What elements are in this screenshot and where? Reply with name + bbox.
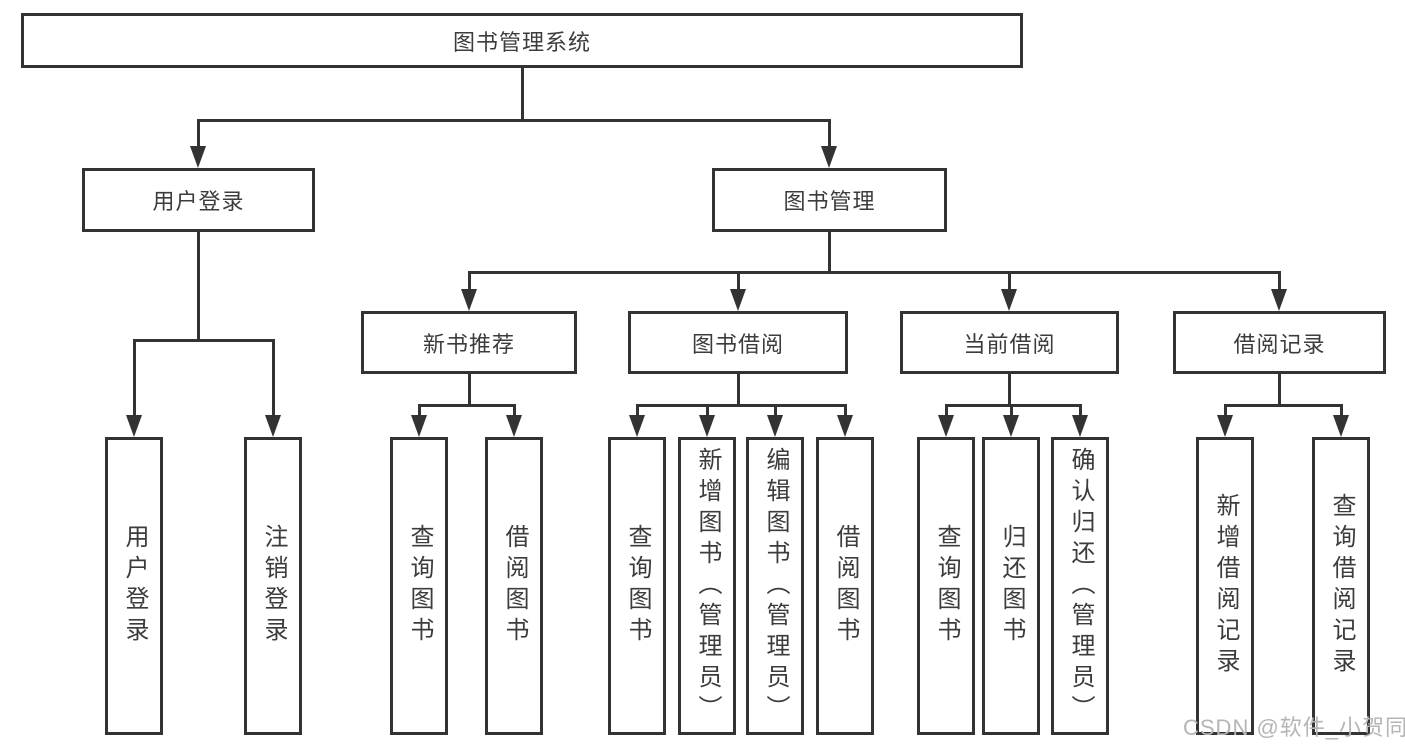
- connector-line: [1224, 404, 1342, 407]
- connector-line: [197, 119, 200, 154]
- connector-line: [1079, 404, 1082, 423]
- leaf-logout: 注销登录: [244, 437, 302, 735]
- connector-line: [133, 339, 275, 342]
- leaf-label: 新增图书（管理员）: [694, 446, 721, 726]
- connector-line: [1278, 271, 1281, 297]
- node-library-system: 图书管理系统: [21, 13, 1023, 68]
- connector-line: [1278, 374, 1281, 405]
- connector-line: [636, 404, 846, 407]
- connector-line: [774, 404, 777, 423]
- connector-line: [418, 404, 516, 407]
- connector-line: [1008, 271, 1011, 297]
- leaf-label: 借阅图书: [832, 524, 859, 648]
- connector-line: [636, 404, 639, 423]
- connector-line: [513, 404, 516, 423]
- leaf-borrow-books-borrowing: 借阅图书: [816, 437, 874, 735]
- arrow-down-icon: [126, 415, 142, 437]
- leaf-query-books-recommend: 查询图书: [390, 437, 448, 735]
- leaf-query-borrow-record: 查询借阅记录: [1312, 437, 1370, 735]
- leaf-label: 编辑图书（管理员）: [762, 446, 789, 726]
- connector-line: [521, 68, 524, 120]
- connector-line: [468, 271, 1281, 274]
- arrow-down-icon: [1217, 415, 1233, 437]
- arrow-down-icon: [411, 415, 427, 437]
- connector-line: [945, 404, 1081, 407]
- arrow-down-icon: [767, 415, 783, 437]
- connector-line: [844, 404, 847, 423]
- leaf-add-borrow-record: 新增借阅记录: [1196, 437, 1254, 735]
- arrow-down-icon: [837, 415, 853, 437]
- arrow-down-icon: [506, 415, 522, 437]
- arrow-down-icon: [699, 415, 715, 437]
- leaf-user-login: 用户登录: [105, 437, 163, 735]
- leaf-borrow-books-recommend: 借阅图书: [485, 437, 543, 735]
- leaf-label: 查询借阅记录: [1328, 493, 1355, 679]
- arrow-down-icon: [461, 289, 477, 311]
- connector-line: [706, 404, 709, 423]
- leaf-query-books-borrowing: 查询图书: [608, 437, 666, 735]
- arrow-down-icon: [1001, 289, 1017, 311]
- leaf-confirm-return-admin: 确认归还（管理员）: [1051, 437, 1109, 735]
- leaf-label: 查询图书: [933, 524, 960, 648]
- connector-line: [1224, 404, 1227, 423]
- node-current-borrowing: 当前借阅: [900, 311, 1119, 374]
- connector-line: [828, 119, 831, 154]
- connector-line: [1340, 404, 1343, 423]
- arrow-down-icon: [1072, 415, 1088, 437]
- arrow-down-icon: [821, 146, 837, 168]
- arrow-down-icon: [190, 146, 206, 168]
- arrow-down-icon: [730, 289, 746, 311]
- watermark-text: CSDN @软件_小贺同学: [1183, 715, 1405, 740]
- connector-line: [272, 339, 275, 423]
- connector-line: [468, 271, 471, 297]
- node-user-login: 用户登录: [82, 168, 315, 232]
- leaf-label: 确认归还（管理员）: [1067, 446, 1094, 726]
- leaf-query-books-current: 查询图书: [917, 437, 975, 735]
- connector-line: [133, 339, 136, 423]
- connector-line: [468, 374, 471, 405]
- arrow-down-icon: [1333, 415, 1349, 437]
- arrow-down-icon: [1271, 289, 1287, 311]
- leaf-label: 新增借阅记录: [1212, 493, 1239, 679]
- leaf-label: 查询图书: [624, 524, 651, 648]
- leaf-edit-book-admin: 编辑图书（管理员）: [746, 437, 804, 735]
- arrow-down-icon: [629, 415, 645, 437]
- connector-line: [945, 404, 948, 423]
- arrow-down-icon: [265, 415, 281, 437]
- connector-line: [197, 119, 831, 122]
- leaf-label: 用户登录: [121, 524, 148, 648]
- leaf-label: 注销登录: [260, 524, 287, 648]
- arrow-down-icon: [938, 415, 954, 437]
- connector-line: [737, 374, 740, 405]
- node-book-management: 图书管理: [712, 168, 947, 232]
- connector-line: [197, 232, 200, 341]
- leaf-label: 归还图书: [998, 524, 1025, 648]
- node-book-borrowing: 图书借阅: [628, 311, 848, 374]
- leaf-return-book: 归还图书: [982, 437, 1040, 735]
- leaf-label: 查询图书: [406, 524, 433, 648]
- leaf-add-book-admin: 新增图书（管理员）: [678, 437, 736, 735]
- connector-line: [1010, 404, 1013, 423]
- node-borrow-records: 借阅记录: [1173, 311, 1386, 374]
- leaf-label: 借阅图书: [501, 524, 528, 648]
- connector-line: [1008, 374, 1011, 405]
- connector-line: [418, 404, 421, 423]
- node-new-book-recommend: 新书推荐: [361, 311, 577, 374]
- connector-line: [828, 232, 831, 272]
- arrow-down-icon: [1003, 415, 1019, 437]
- connector-line: [737, 271, 740, 297]
